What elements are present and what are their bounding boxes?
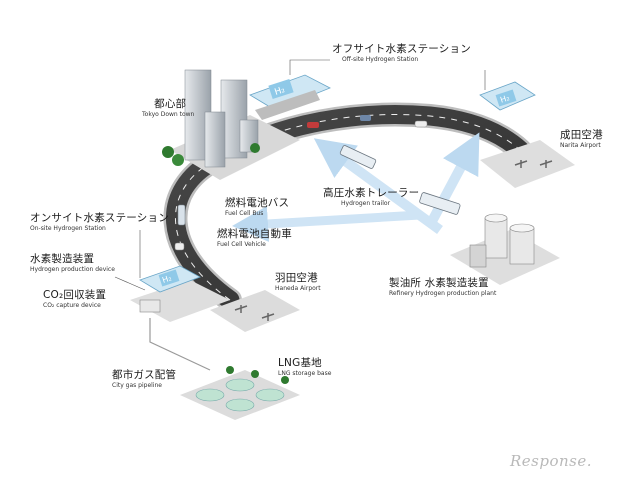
label-co2: CO₂回収装置 CO₂ capture device	[43, 289, 107, 309]
narita-airport: H₂	[479, 81, 575, 188]
label-refinery: 製油所 水素製造装置 Refinery Hydrogen production …	[389, 277, 497, 297]
city-gas-pipeline	[149, 318, 211, 371]
refinery-plant	[450, 213, 560, 285]
label-lng: LNG基地 LNG storage base	[278, 357, 332, 377]
label-offsite-station: オフサイト水素ステーション Off-site Hydrogen Station	[332, 43, 471, 63]
road-loop	[163, 102, 532, 312]
road-vehicles	[174, 115, 428, 251]
response-watermark: Response.	[510, 452, 593, 470]
label-h2-device: 水素製造装置 Hydrogen production device	[30, 253, 115, 273]
label-narita: 成田空港 Narita Airport	[560, 129, 603, 149]
svg-text:H₂: H₂	[499, 93, 511, 104]
label-fcv: 燃料電池自動車 Fuel Cell Vehicle	[217, 228, 292, 248]
haneda-airport	[210, 290, 300, 332]
label-haneda: 羽田空港 Haneda Airport	[275, 272, 321, 292]
lng-storage-base	[180, 366, 300, 420]
label-trailer: 高圧水素トレーラー Hydrogen trailor	[323, 187, 420, 207]
svg-text:H₂: H₂	[161, 274, 173, 285]
label-tokyo: 都心部 Tokyo Down town	[142, 98, 195, 118]
label-gas-pipeline: 都市ガス配管 City gas pipeline	[112, 369, 177, 389]
tokyo-downtown-buildings	[162, 69, 300, 180]
onsite-hydrogen-station: H₂	[130, 265, 230, 322]
label-onsite-station: オンサイト水素ステーション On-site Hydrogen Station	[30, 212, 169, 232]
label-leader-lines	[114, 59, 486, 291]
label-bus: 燃料電池バス Fuel Cell Bus	[225, 197, 290, 217]
offsite-hydrogen-station: H₂	[249, 74, 331, 120]
hydrogen-trailer-bottom	[419, 192, 461, 215]
hydrogen-flow-arrows	[232, 132, 480, 242]
hydrogen-trailer-top	[339, 145, 377, 169]
svg-text:H₂: H₂	[273, 85, 286, 98]
